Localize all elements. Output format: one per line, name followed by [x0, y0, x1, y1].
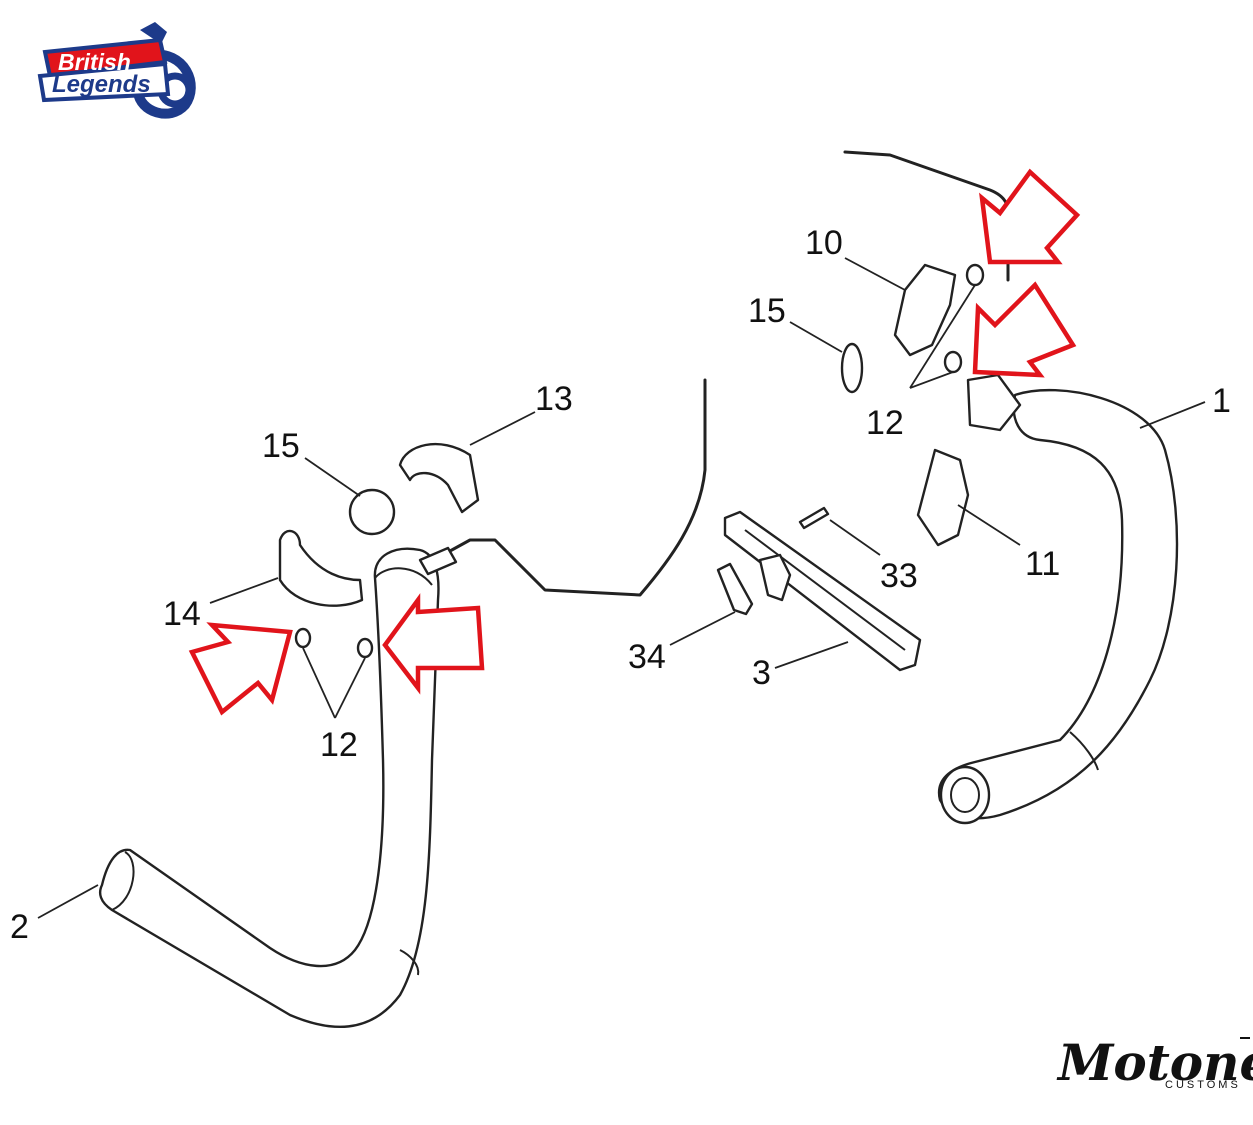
- part-labels: 1 2 3 10 11 12 12 13 14 15 15 33 34: [10, 224, 1231, 946]
- leader-lines: [37, 257, 1206, 919]
- gasket-15-right: [840, 342, 864, 394]
- label-14: 14: [163, 595, 201, 633]
- label-15-right: 15: [748, 292, 786, 330]
- motone-script: Motone: [1056, 1033, 1253, 1092]
- gasket-15-left: [348, 488, 396, 536]
- label-15-left: 15: [262, 427, 300, 465]
- sensor-left: [418, 546, 458, 576]
- clip-34: [716, 562, 754, 616]
- clamp-13: [398, 442, 480, 514]
- clamp-10: [893, 263, 957, 357]
- logo-line1: British: [58, 49, 131, 75]
- british-legends-logo: British Legends: [37, 22, 196, 119]
- arrow-top-right: [979, 168, 1081, 265]
- bolt-33: [798, 506, 830, 530]
- exhaust-pipe-left: [98, 547, 440, 1029]
- label-12-left: 12: [320, 726, 358, 764]
- nut-12-c: [294, 627, 312, 649]
- sensor-wire-left: [428, 378, 707, 597]
- arrow-left-a: [188, 622, 293, 716]
- nut-12-a: [965, 263, 985, 287]
- clamp-14: [278, 529, 364, 607]
- label-34: 34: [628, 638, 666, 676]
- label-10: 10: [805, 224, 843, 262]
- motone-sub: CUSTOMS: [1165, 1079, 1241, 1091]
- label-1: 1: [1212, 382, 1231, 420]
- arrow-mid-right: [972, 281, 1077, 378]
- label-33: 33: [880, 557, 918, 595]
- label-3: 3: [752, 654, 771, 692]
- motone-customs-logo: Motone CUSTOMS: [1056, 1033, 1253, 1092]
- nut-12-b: [943, 350, 963, 374]
- arrow-left-b: [382, 593, 485, 695]
- clamp-11: [916, 448, 970, 547]
- heat-shield: [723, 510, 922, 672]
- highlight-arrows: [188, 168, 1081, 716]
- nut-12-d: [356, 637, 374, 659]
- label-11: 11: [1025, 545, 1060, 583]
- logo-line2: Legends: [52, 71, 151, 98]
- label-2: 2: [10, 908, 29, 946]
- label-12-right: 12: [866, 404, 904, 442]
- exhaust-pipe-right: [937, 373, 1179, 825]
- label-13: 13: [535, 380, 573, 418]
